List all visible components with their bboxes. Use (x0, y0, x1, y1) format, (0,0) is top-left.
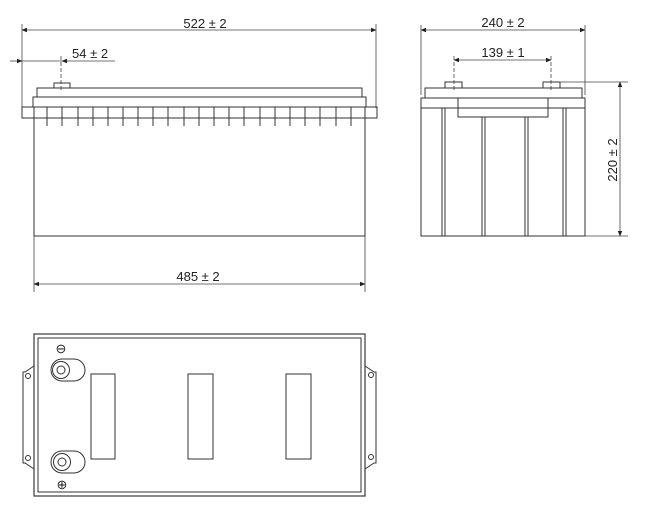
vent-window-3 (285, 373, 312, 460)
dim-width: 240 ± 2 (481, 15, 524, 30)
dim-height: 220 ± 2 (605, 138, 620, 181)
front-view: 522 ± 2 54 ± 2 485 ± 2 (10, 16, 378, 292)
positive-terminal: ⊕ (50, 450, 86, 492)
dim-terminal-offset: 54 ± 2 (72, 46, 108, 61)
vent-window-1 (90, 373, 116, 460)
negative-terminal: ⊖ (50, 341, 86, 382)
dim-overall-length: 522 ± 2 (183, 16, 226, 31)
dim-body-length: 485 ± 2 (176, 269, 219, 284)
top-view: ⊖ ⊕ (22, 333, 377, 497)
vent-window-2 (187, 373, 214, 460)
positive-symbol: ⊕ (57, 477, 68, 492)
dim-terminal-spacing: 139 ± 1 (481, 45, 524, 60)
negative-symbol: ⊖ (56, 341, 67, 356)
side-view: 240 ± 2 139 ± 1 220 ± 2 (420, 15, 628, 237)
